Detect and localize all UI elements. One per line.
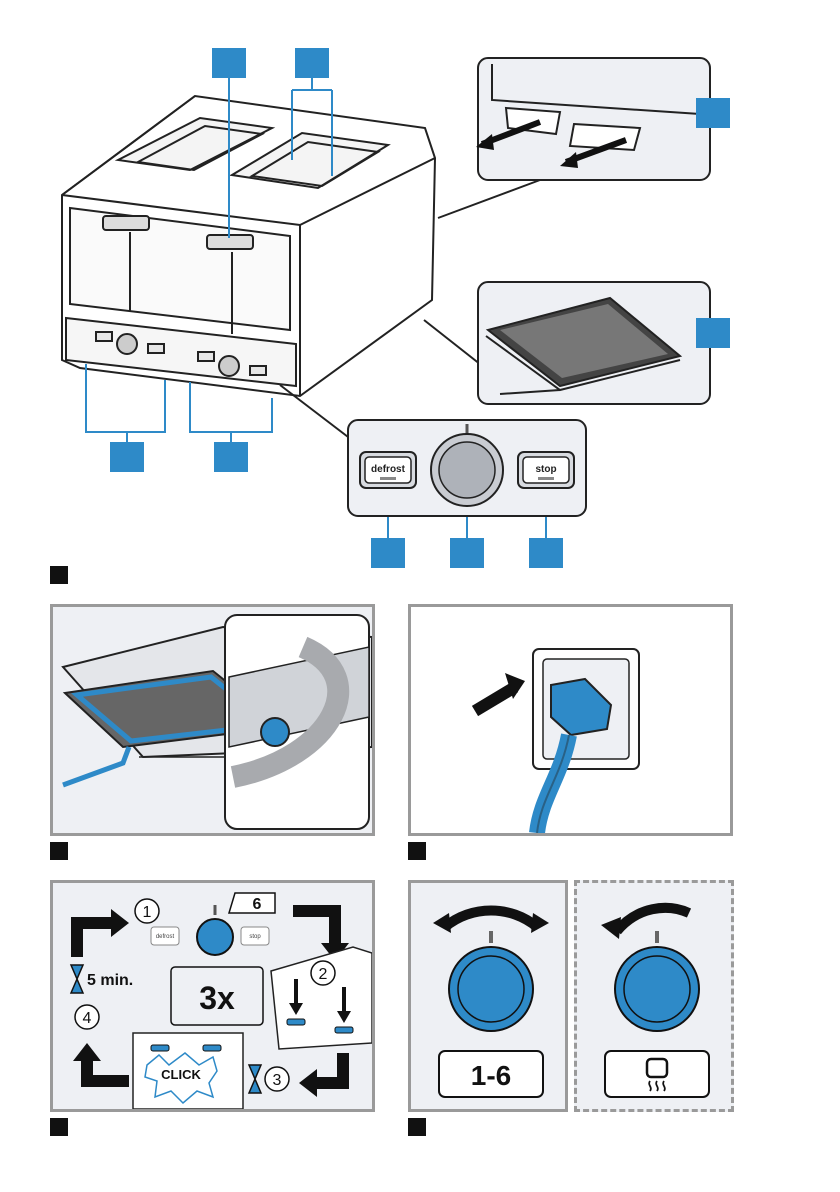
cord-storage-panel xyxy=(50,604,375,836)
step-1-number: 1 xyxy=(143,904,152,921)
callout-marker-lever xyxy=(212,48,246,78)
plug-in-illustration xyxy=(411,607,730,833)
browning-level-illustration: 1-6 xyxy=(411,883,565,1109)
browning-level-panel: 1-6 xyxy=(408,880,568,1112)
slot-detail-callout xyxy=(476,58,710,180)
first-use-steps-illustration: 1 defrost stop 6 2 5 mi xyxy=(53,883,372,1109)
figure-marker-browning xyxy=(408,1118,426,1136)
callout-marker-defrost xyxy=(371,538,405,568)
plug-in-panel xyxy=(408,604,733,836)
step-3-number: 3 xyxy=(273,1072,282,1089)
figure-marker-overview xyxy=(50,566,68,584)
stop-button-label: stop xyxy=(535,464,556,475)
callout-marker-knob xyxy=(450,538,484,568)
figure-marker-first-use xyxy=(50,1118,68,1136)
callout-marker-slots xyxy=(295,48,329,78)
browning-range-label: 1-6 xyxy=(471,1060,511,1091)
crumb-tray-callout xyxy=(478,282,710,404)
step-4-number: 4 xyxy=(83,1010,92,1027)
defrost-button-label: defrost xyxy=(371,464,406,475)
cord-storage-illustration xyxy=(53,607,372,833)
callout-marker-crumb-tray xyxy=(696,318,730,348)
warming-setting-illustration xyxy=(577,883,731,1109)
click-label: CLICK xyxy=(161,1067,201,1082)
repeat-count-label: 3x xyxy=(199,980,235,1016)
wait-time-label: 5 min. xyxy=(87,972,133,989)
toaster-overview-illustration: defrost stop xyxy=(0,0,840,580)
toaster-body xyxy=(62,96,435,396)
control-panel-detail: defrost stop xyxy=(348,420,586,516)
level-six-label: 6 xyxy=(253,896,262,913)
step-2-number: 2 xyxy=(319,966,328,983)
first-use-steps-panel: 1 defrost stop 6 2 5 mi xyxy=(50,880,375,1112)
figure-marker-cord-storage xyxy=(50,842,68,860)
mini-stop-label: stop xyxy=(249,934,261,940)
callout-marker-right-controls xyxy=(214,442,248,472)
callout-marker-slot-detail xyxy=(696,98,730,128)
warming-setting-panel xyxy=(574,880,734,1112)
callout-marker-left-controls xyxy=(110,442,144,472)
callout-marker-stop xyxy=(529,538,563,568)
figure-marker-plug-in xyxy=(408,842,426,860)
mini-defrost-label: defrost xyxy=(156,934,175,940)
